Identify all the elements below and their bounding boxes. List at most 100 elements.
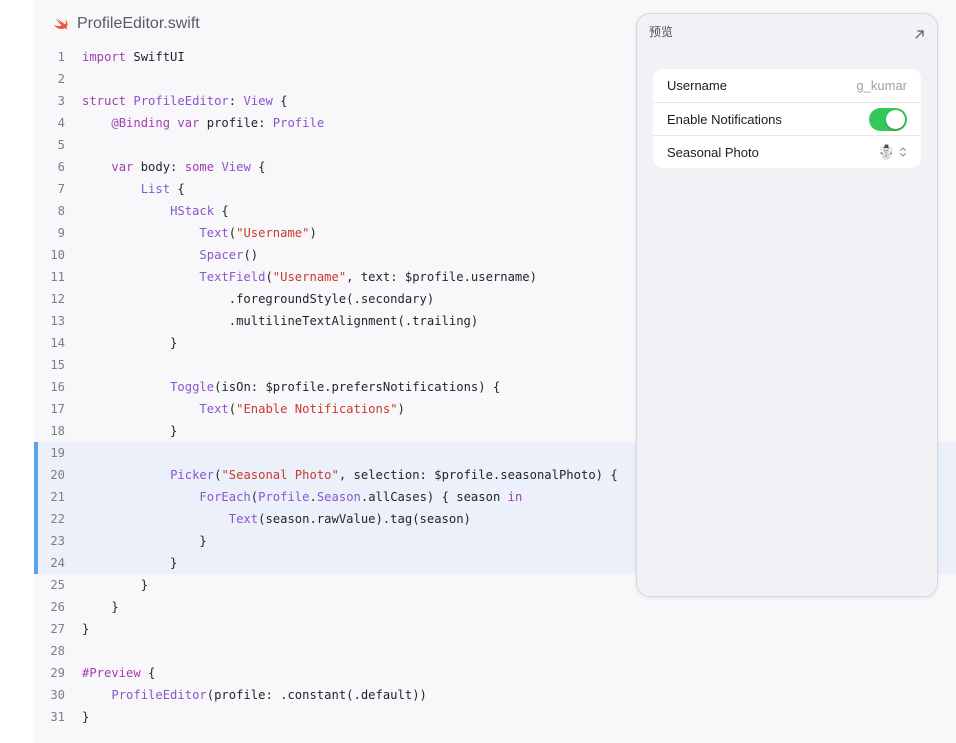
- line-number: 29: [50, 666, 65, 680]
- code-line[interactable]: 18 }: [34, 420, 956, 442]
- username-field[interactable]: g_kumar: [856, 78, 907, 93]
- line-number: 3: [57, 94, 65, 108]
- code-line[interactable]: 25 }: [34, 574, 956, 596]
- line-number: 28: [50, 644, 65, 658]
- code-line[interactable]: 1 import SwiftUI: [34, 46, 956, 68]
- code-text: ProfileEditor(profile: .constant(.defaul…: [111, 688, 427, 702]
- line-number: 17: [50, 402, 65, 416]
- code-line[interactable]: 13 .multilineTextAlignment(.trailing): [34, 310, 956, 332]
- line-number: 27: [50, 622, 65, 636]
- code-text: TextField("Username", text: $profile.use…: [199, 270, 537, 284]
- code-text: }: [82, 710, 90, 724]
- username-label: Username: [667, 78, 727, 93]
- code-text: @Binding var profile: Profile: [111, 116, 325, 130]
- notifications-row[interactable]: Enable Notifications: [653, 102, 921, 135]
- code-text: Text("Username"): [199, 226, 317, 240]
- code-text: Picker("Seasonal Photo", selection: $pro…: [170, 468, 618, 482]
- swift-logo-icon: [52, 15, 70, 33]
- code-line[interactable]: 12 .foregroundStyle(.secondary): [34, 288, 956, 310]
- code-text: List {: [140, 182, 185, 196]
- toggle-knob: [886, 109, 905, 129]
- code-text: ForEach(Profile.Season.allCases) { seaso…: [199, 490, 523, 504]
- code-line[interactable]: 29#Preview {: [34, 662, 956, 684]
- code-text: Toggle(isOn: $profile.prefersNotificatio…: [170, 380, 501, 394]
- code-line[interactable]: 15: [34, 354, 956, 376]
- preview-panel: 预览 Username g_kumar Enable Notifications…: [636, 13, 938, 597]
- code-line[interactable]: 17 Text("Enable Notifications"): [34, 398, 956, 420]
- code-text: }: [82, 600, 119, 614]
- code-text: }: [82, 424, 178, 438]
- code-text: Spacer(): [199, 248, 259, 262]
- line-number: 4: [57, 116, 65, 130]
- code-text: }: [82, 534, 207, 548]
- code-line[interactable]: 31}: [34, 706, 956, 728]
- code-line[interactable]: 4 @Binding var profile: Profile: [34, 112, 956, 134]
- code-text: Text("Enable Notifications"): [199, 402, 405, 416]
- line-number: 1: [57, 50, 65, 64]
- seasonal-photo-row[interactable]: Seasonal Photo ☃️: [653, 135, 921, 168]
- seasonal-photo-label: Seasonal Photo: [667, 144, 759, 160]
- line-number: 9: [57, 226, 65, 240]
- code-text: .multilineTextAlignment(.trailing): [82, 314, 479, 328]
- code-line[interactable]: 30 ProfileEditor(profile: .constant(.def…: [34, 684, 956, 706]
- code-text: }: [82, 336, 178, 350]
- line-number: 16: [50, 380, 65, 394]
- line-number: 19: [50, 446, 65, 460]
- code-line[interactable]: 14 }: [34, 332, 956, 354]
- line-number: 26: [50, 600, 65, 614]
- line-number: 23: [50, 534, 65, 548]
- code-text: import SwiftUI: [82, 50, 185, 64]
- notifications-toggle[interactable]: [869, 107, 907, 131]
- preview-title: 预览: [649, 25, 674, 39]
- line-number: 5: [57, 138, 65, 152]
- line-number: 24: [50, 556, 65, 570]
- username-row[interactable]: Username g_kumar: [653, 69, 921, 102]
- code-text: Text(season.rawValue).tag(season): [228, 512, 471, 526]
- line-number: 30: [50, 688, 65, 702]
- code-text: }: [82, 578, 149, 592]
- line-number: 18: [50, 424, 65, 438]
- line-number: 13: [50, 314, 65, 328]
- code-line[interactable]: 9 Text("Username"): [34, 222, 956, 244]
- code-line[interactable]: 27}: [34, 618, 956, 640]
- snowman-icon: ☃️: [877, 144, 895, 160]
- file-name: ProfileEditor.swift: [77, 15, 200, 32]
- code-text: var body: some View {: [111, 160, 266, 174]
- code-line[interactable]: 3 struct ProfileEditor: View {: [34, 90, 956, 112]
- code-line[interactable]: 6 var body: some View {: [34, 156, 956, 178]
- code-text: HStack {: [170, 204, 229, 218]
- line-number: 21: [50, 490, 65, 504]
- preview-form: Username g_kumar Enable Notifications Se…: [653, 69, 921, 168]
- code-line[interactable]: 8 HStack {: [34, 200, 956, 222]
- file-header: ProfileEditor.swift: [52, 13, 200, 35]
- line-number: 15: [50, 358, 65, 372]
- line-number: 10: [50, 248, 65, 262]
- line-number: 11: [50, 270, 65, 284]
- line-number: 22: [50, 512, 65, 526]
- code-text: }: [82, 556, 178, 570]
- code-line[interactable]: 26 }: [34, 596, 956, 618]
- code-line[interactable]: 2: [34, 68, 956, 90]
- code-line[interactable]: 10 Spacer(): [34, 244, 956, 266]
- chevron-up-down-icon: [899, 146, 907, 158]
- code-text: }: [82, 622, 90, 636]
- code-line[interactable]: 11 TextField("Username", text: $profile.…: [34, 266, 956, 288]
- code-line[interactable]: 28: [34, 640, 956, 662]
- code-text: struct ProfileEditor: View {: [82, 94, 288, 108]
- line-number: 25: [50, 578, 65, 592]
- line-number: 12: [50, 292, 65, 306]
- seasonal-photo-picker[interactable]: ☃️: [878, 145, 907, 159]
- line-number: 20: [50, 468, 65, 482]
- code-text: .foregroundStyle(.secondary): [82, 292, 435, 306]
- line-number: 6: [57, 160, 65, 174]
- code-line[interactable]: 7 List {: [34, 178, 956, 200]
- line-number: 31: [50, 710, 65, 724]
- line-number: 7: [57, 182, 65, 196]
- line-number: 8: [57, 204, 65, 218]
- line-number: 14: [50, 336, 65, 350]
- preview-header: 预览: [637, 14, 937, 48]
- code-line[interactable]: 5: [34, 134, 956, 156]
- code-line[interactable]: 16 Toggle(isOn: $profile.prefersNotifica…: [34, 376, 956, 398]
- arrow-up-right-icon[interactable]: [914, 25, 925, 39]
- notifications-label: Enable Notifications: [667, 111, 782, 127]
